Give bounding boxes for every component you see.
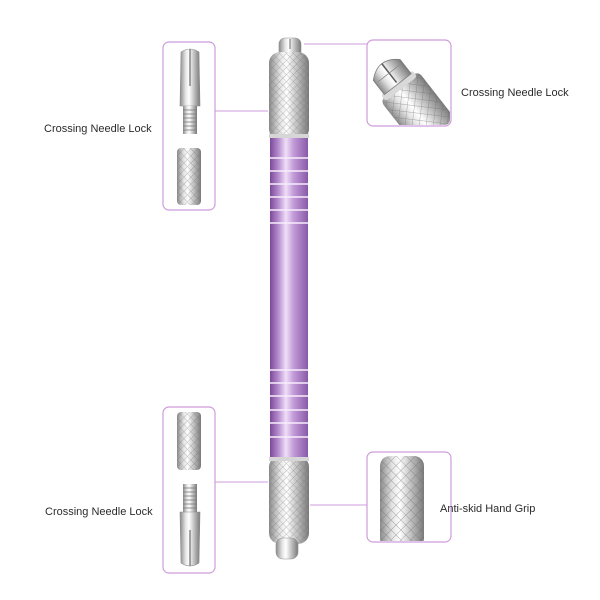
hand-grip-closeup-image [380,456,424,541]
top-knurl-texture [269,52,309,140]
barrel-bottom-collar [269,457,309,461]
pen [269,37,309,560]
callout-label-top-left: Crossing Needle Lock [44,123,152,135]
bottom-collet-cap [275,537,299,560]
barrel-rings-top [270,157,308,224]
bottom-knurl-texture [269,456,309,544]
callout-label-bottom-left: Crossing Needle Lock [45,506,153,518]
knurled-sleeve-image [177,412,201,470]
purple-barrel [270,136,308,460]
callout-label-top-right: Crossing Needle Lock [461,87,569,99]
pen-tip-closeup-image [372,58,450,125]
callout-label-bottom-right: Anti-skid Hand Grip [440,503,536,515]
barrel-rings-bottom [270,369,308,438]
callout-box-top-left [162,41,216,211]
callout-box-top-right [366,39,452,127]
callout-box-bottom-right [366,451,452,543]
needle-lock-collet-image [179,484,201,567]
barrel-top-collar [269,134,309,138]
callout-box-bottom-left [162,406,216,574]
needle-lock-collet-image [179,48,201,134]
knurled-sleeve-image [177,148,201,205]
